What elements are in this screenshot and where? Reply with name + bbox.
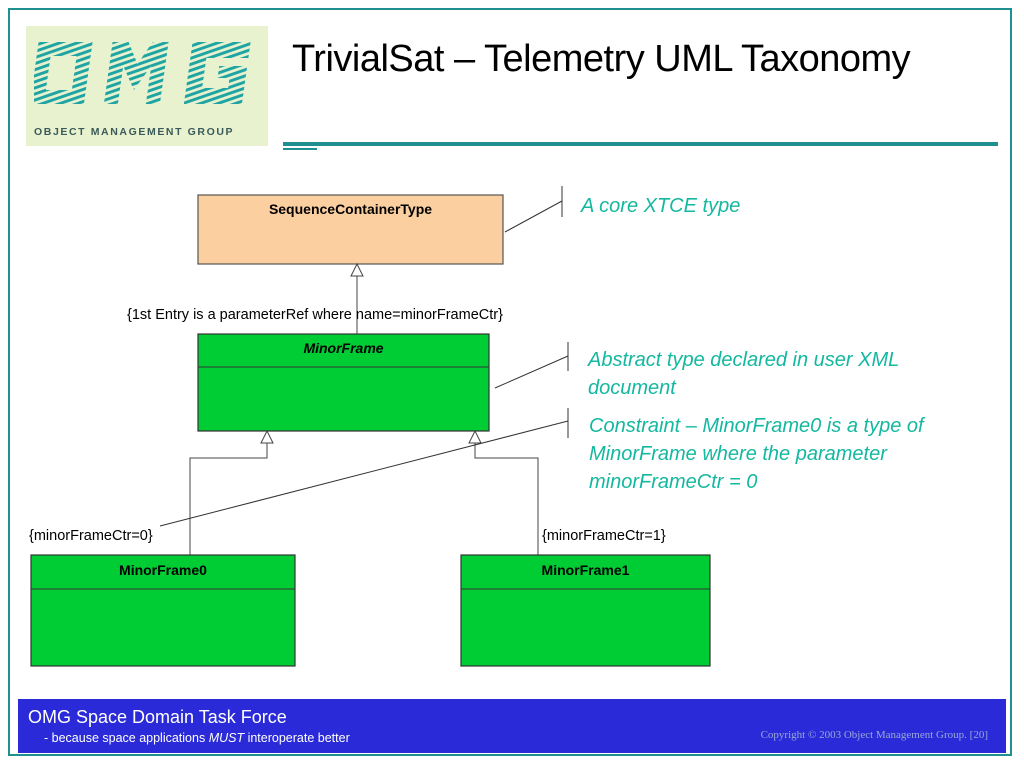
minor-frame-box (197, 333, 490, 432)
omg-logo: OBJECT MANAGEMENT GROUP (26, 26, 268, 146)
footer-subtitle-emphasis: MUST (208, 731, 245, 745)
inheritance-line-minor-frame1 (474, 443, 539, 555)
note-core-type: A core XTCE type (581, 195, 741, 217)
footer-bar: OMG Space Domain Task Force - because sp… (18, 699, 1006, 753)
slide-frame (8, 8, 1012, 756)
minor-frame-label: MinorFrame (303, 340, 384, 356)
footer-title: OMG Space Domain Task Force (28, 707, 287, 727)
inheritance-arrow-minor-frame1 (468, 429, 482, 444)
inheritance-arrow-minor-frame (350, 262, 364, 277)
minor-frame1-box (460, 554, 711, 667)
minor-frame0-box (30, 554, 296, 667)
constraint-ctr0: {minorFrameCtr=0} (29, 528, 153, 544)
inheritance-line-minor-frame0 (189, 443, 268, 555)
constraint-first-entry: {1st Entry is a parameterRef where name=… (127, 307, 503, 323)
note-abstract-type: Abstract type declared in user XML docum… (588, 349, 899, 399)
note-leader-abstract-type (494, 355, 569, 389)
inheritance-arrow-minor-frame0 (260, 429, 274, 444)
title-divider-accent (283, 148, 317, 150)
sequence-container-label: SequenceContainerType (268, 201, 433, 217)
logo-caption: OBJECT MANAGEMENT GROUP (34, 126, 235, 138)
note-leader-constraint (159, 420, 569, 527)
sequence-container-box (197, 194, 504, 265)
footer-copyright: Copyright © 2003 Object Management Group… (760, 729, 988, 741)
title-divider (283, 142, 998, 146)
footer-subtitle-suffix: interoperate better (244, 731, 350, 745)
omg-logo-letters (34, 42, 251, 104)
minor-frame0-label: MinorFrame0 (119, 562, 207, 578)
constraint-ctr1: {minorFrameCtr=1} (542, 528, 666, 544)
note-constraint: Constraint – MinorFrame0 is a type of Mi… (589, 415, 924, 493)
note-leader-core-type (504, 200, 563, 233)
slide-title: TrivialSat – Telemetry UML Taxonomy (292, 38, 911, 80)
footer-subtitle: - because space applications MUST intero… (44, 731, 350, 745)
minor-frame1-label: MinorFrame1 (541, 562, 630, 578)
footer-subtitle-prefix: - because space applications (44, 731, 209, 745)
